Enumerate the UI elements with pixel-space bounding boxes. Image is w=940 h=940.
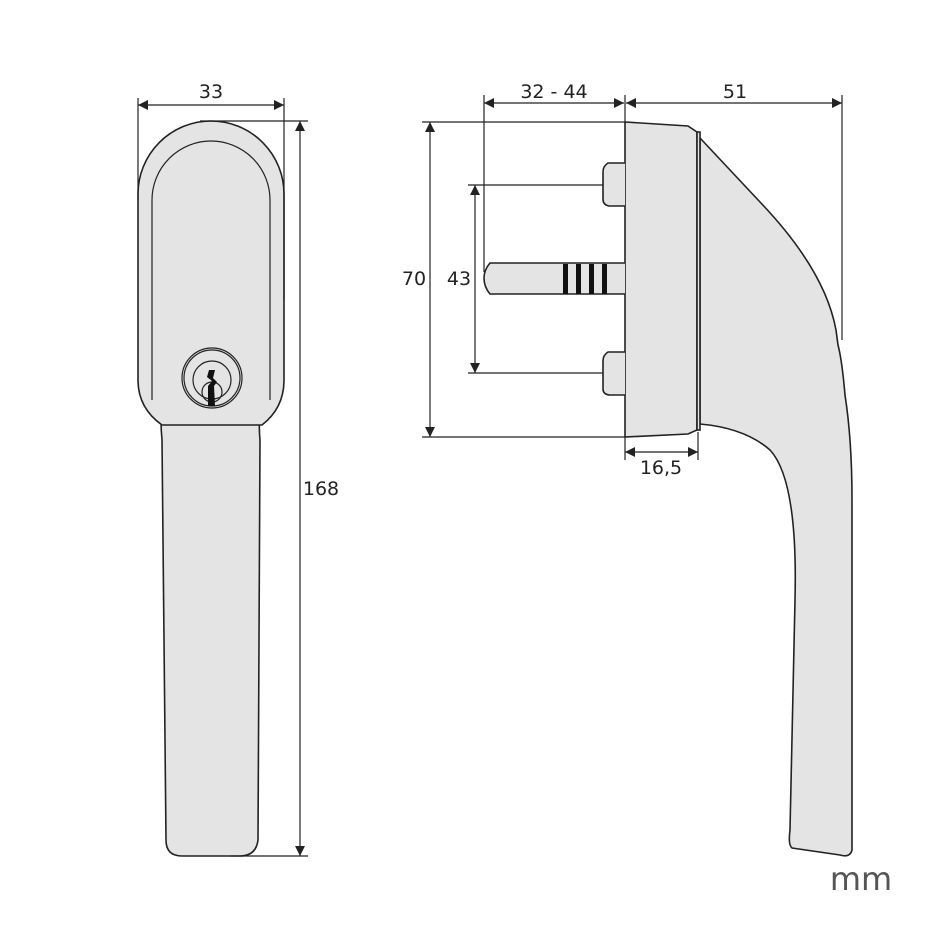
screw-pin-top <box>602 162 625 207</box>
handle-lever-side <box>699 135 853 857</box>
handle-grip <box>160 399 263 857</box>
lock-cylinder-icon <box>181 347 243 409</box>
rosette-edge <box>696 131 701 431</box>
side-view: 32 - 44 51 70 43 16,5 <box>402 81 853 857</box>
spindle-length-label: 32 - 44 <box>520 81 587 103</box>
width-dimension-label: 33 <box>199 81 223 103</box>
rosette-height-label: 70 <box>402 268 426 290</box>
unit-label: mm <box>830 860 892 898</box>
rosette-depth-label: 16,5 <box>640 457 682 479</box>
front-view: 33 168 <box>137 81 339 857</box>
screw-spacing-label: 43 <box>447 268 471 290</box>
screw-pin-bottom <box>602 351 625 396</box>
height-dimension-label: 168 <box>303 478 339 500</box>
rosette <box>624 121 698 438</box>
handle-head-inner <box>151 140 271 400</box>
handle-head-outer <box>137 120 285 426</box>
spindle-grooves <box>563 264 607 294</box>
depth-label: 51 <box>723 81 747 103</box>
